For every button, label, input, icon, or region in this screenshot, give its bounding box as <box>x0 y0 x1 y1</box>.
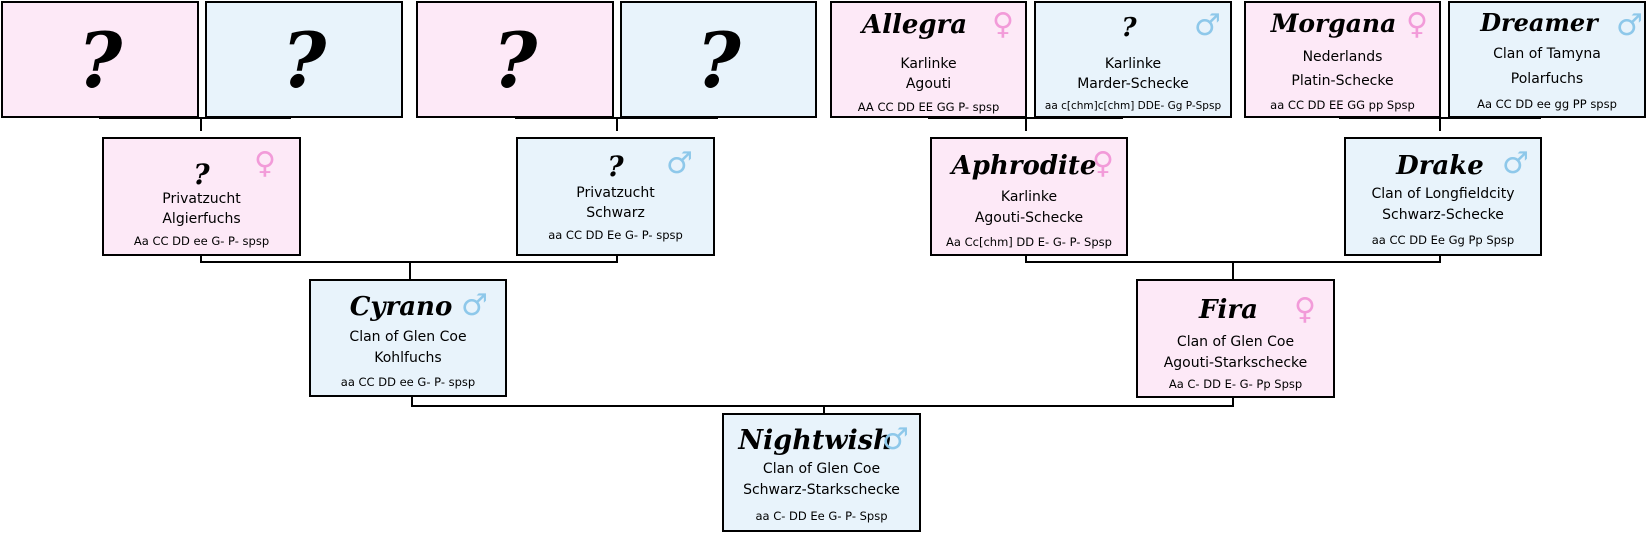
genetics-label: aa CC DD ee G- P- spsp <box>340 375 476 389</box>
kennel-label: Privatzucht <box>576 185 655 201</box>
color-label: Schwarz-Starkschecke <box>743 482 900 498</box>
subject-card[interactable]: Nightwish ♂ Clan of Glen Coe Schwarz-Sta… <box>722 413 921 532</box>
ggp6-card[interactable]: ? ♂ Karlinke Marder-Schecke aa c[chm]c[c… <box>1034 1 1232 118</box>
kennel-label: Nederlands <box>1302 49 1383 65</box>
color-label: Schwarz <box>586 205 645 221</box>
genetics-label: Aa CC DD ee gg PP spsp <box>1477 97 1617 111</box>
kennel-label: Clan of Glen Coe <box>762 461 881 477</box>
ggp2-card[interactable]: ? <box>205 1 403 118</box>
dog-name: Cyrano <box>349 292 453 322</box>
gp4-card[interactable]: Drake ♂ Clan of Longfieldcity Schwarz-Sc… <box>1344 137 1542 256</box>
kennel-label: Clan of Glen Coe <box>349 329 467 345</box>
male-symbol-icon: ♂ <box>882 422 909 457</box>
male-symbol-icon: ♂ <box>461 288 488 323</box>
ggp3-card[interactable]: ? <box>416 1 614 118</box>
unknown-name-mark: ? <box>492 16 538 105</box>
dog-name: Nightwish <box>738 425 893 456</box>
genetics-label: aa c[chm]c[chm] DDE- Gg P-Spsp <box>1044 100 1222 112</box>
dog-name: Morgana <box>1270 9 1397 38</box>
kennel-label: Karlinke <box>1104 56 1162 72</box>
genetics-label: aa CC DD Ee Gg Pp Spsp <box>1371 233 1515 247</box>
unknown-name-mark: ? <box>77 16 123 105</box>
kennel-label: Clan of Longfieldcity <box>1371 186 1515 202</box>
color-label: Kohlfuchs <box>374 350 442 366</box>
sire-card[interactable]: Cyrano ♂ Clan of Glen Coe Kohlfuchs aa C… <box>309 279 507 397</box>
dog-name: Dreamer <box>1480 8 1598 37</box>
male-symbol-icon: ♂ <box>666 146 693 181</box>
kennel-label: Karlinke <box>900 56 957 72</box>
gp2-card[interactable]: ? ♂ Privatzucht Schwarz aa CC DD Ee G- P… <box>516 137 715 256</box>
ggp1-card[interactable]: ? <box>1 1 199 118</box>
female-symbol-icon: ♀ <box>1092 146 1114 181</box>
genetics-label: aa C- DD Ee G- P- Spsp <box>755 509 888 523</box>
color-label: Platin-Schecke <box>1291 73 1394 89</box>
unknown-name-mark: ? <box>1121 13 1137 43</box>
color-label: Schwarz-Schecke <box>1382 207 1504 223</box>
ggp8-card[interactable]: Dreamer ♂ Clan of Tamyna Polarfuchs Aa C… <box>1448 1 1646 118</box>
gp3-card[interactable]: Aphrodite ♀ Karlinke Agouti-Schecke Aa C… <box>930 137 1128 256</box>
color-label: Agouti <box>905 76 952 92</box>
genetics-label: Aa CC DD ee G- P- spsp <box>133 234 270 248</box>
kennel-label: Clan of Glen Coe <box>1176 334 1295 350</box>
ggp7-card[interactable]: Morgana ♀ Nederlands Platin-Schecke aa C… <box>1244 1 1441 118</box>
ggp5-card[interactable]: Allegra ♀ Karlinke Agouti AA CC DD EE GG… <box>830 1 1027 118</box>
color-label: Algierfuchs <box>162 211 241 227</box>
unknown-name-mark: ? <box>281 16 327 105</box>
female-symbol-icon: ♀ <box>254 146 276 181</box>
color-label: Agouti-Schecke <box>974 210 1084 226</box>
connector-subject-parents <box>411 397 1234 414</box>
dog-name: Drake <box>1396 151 1484 181</box>
genetics-label: Aa C- DD E- G- Pp Spsp <box>1168 377 1303 391</box>
color-label: Agouti-Starkschecke <box>1163 355 1308 371</box>
genetics-label: aa CC DD Ee G- P- spsp <box>548 228 683 242</box>
genetics-label: AA CC DD EE GG P- spsp <box>857 100 1000 114</box>
color-label: Marder-Schecke <box>1077 76 1189 92</box>
unknown-name-mark: ? <box>607 150 624 183</box>
genetics-label: Aa Cc[chm] DD E- G- P- Spsp <box>946 235 1112 249</box>
male-symbol-icon: ♂ <box>1616 8 1643 43</box>
genetics-label: aa CC DD EE GG pp Spsp <box>1270 98 1415 112</box>
dog-name: Fira <box>1199 295 1258 325</box>
kennel-label: Privatzucht <box>162 191 241 207</box>
ggp4-card[interactable]: ? <box>620 1 817 118</box>
male-symbol-icon: ♂ <box>1502 146 1529 181</box>
color-label: Polarfuchs <box>1510 71 1584 87</box>
kennel-label: Karlinke <box>1000 189 1058 205</box>
male-symbol-icon: ♂ <box>1194 8 1221 43</box>
kennel-label: Clan of Tamyna <box>1493 46 1601 62</box>
female-symbol-icon: ♀ <box>992 7 1014 42</box>
dog-name: Aphrodite <box>951 151 1097 181</box>
dam-card[interactable]: Fira ♀ Clan of Glen Coe Agouti-Starksche… <box>1136 279 1335 398</box>
dog-name: Allegra <box>861 10 968 40</box>
unknown-name-mark: ? <box>696 16 741 105</box>
unknown-name-mark: ? <box>193 158 210 191</box>
gp1-card[interactable]: ? ♀ Privatzucht Algierfuchs Aa CC DD ee … <box>102 137 301 256</box>
female-symbol-icon: ♀ <box>1406 7 1428 42</box>
female-symbol-icon: ♀ <box>1294 292 1316 327</box>
